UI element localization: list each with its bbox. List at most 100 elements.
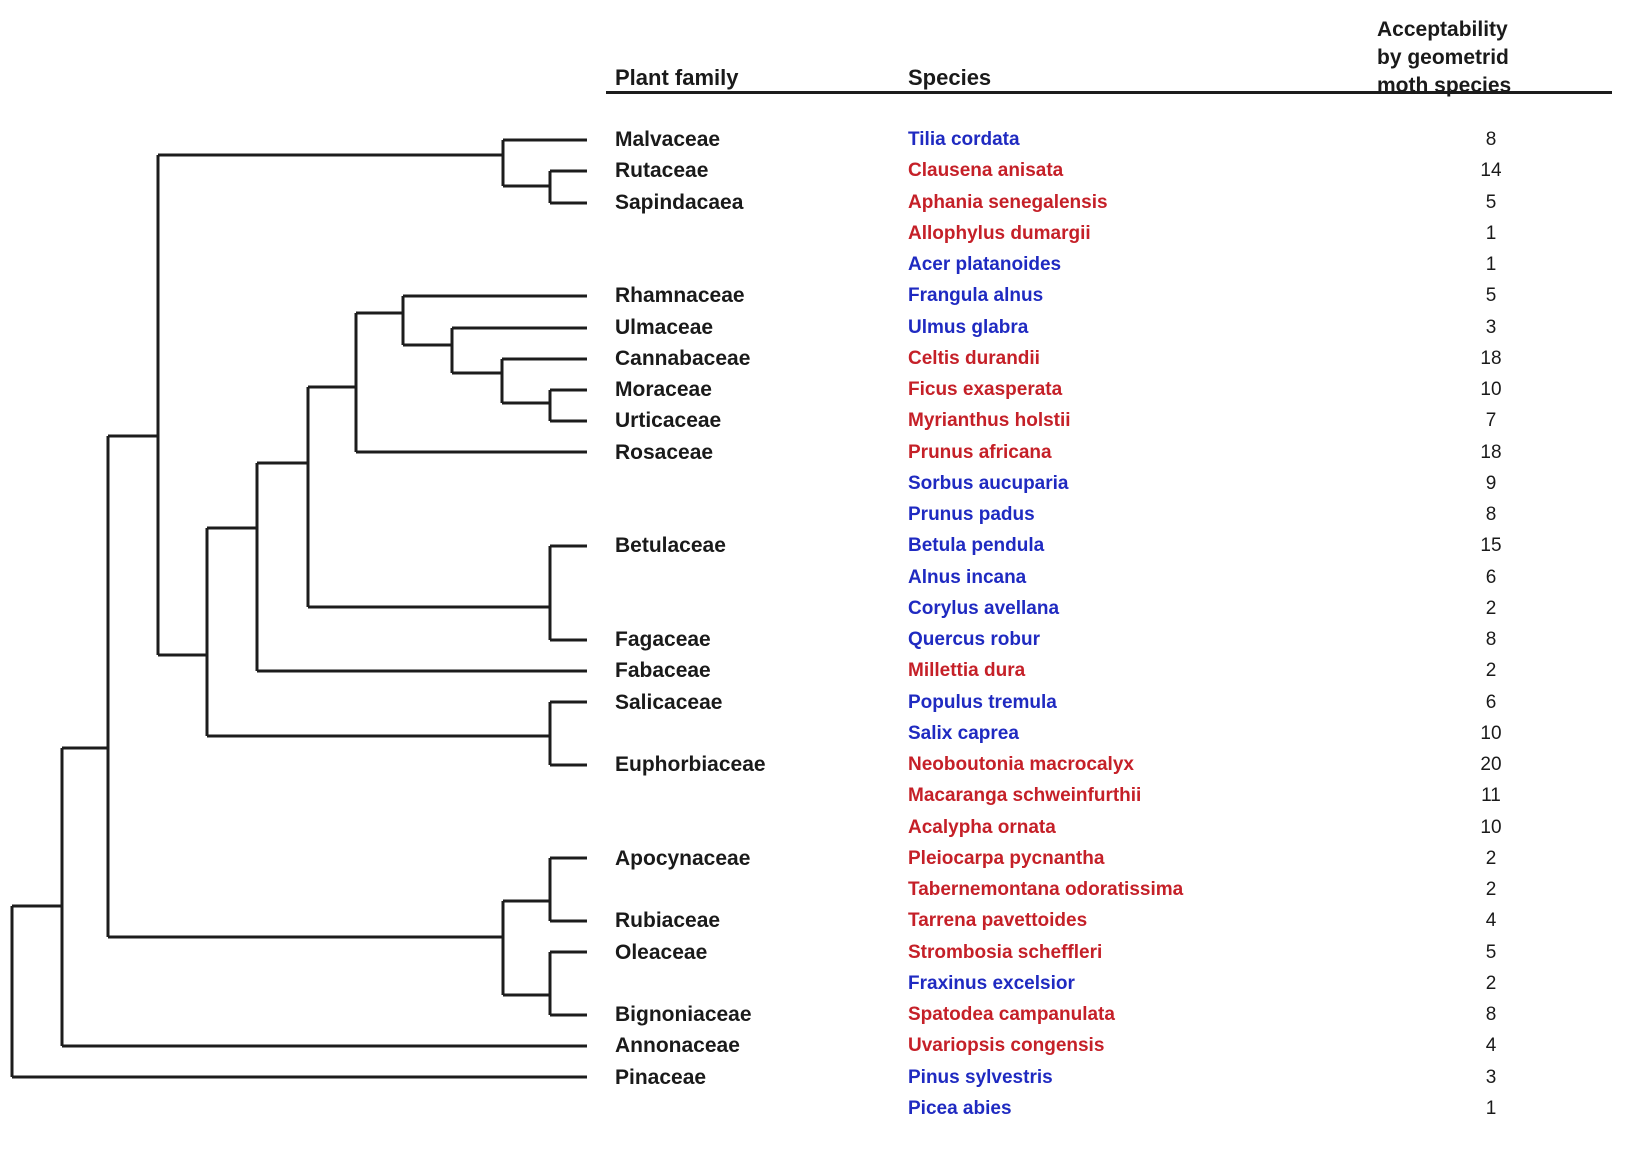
table-row: Rhamnaceae Frangula alnus 5 [0, 280, 1638, 312]
species-cell: Salix caprea [908, 722, 1019, 744]
value-cell: 1 [1485, 222, 1497, 244]
family-cell: Bignoniaceae [615, 1003, 752, 1026]
species-cell: Strombosia scheffleri [908, 941, 1103, 963]
species-cell: Uvariopsis congensis [908, 1035, 1105, 1057]
value-cell: 11 [1481, 785, 1501, 807]
value-cell: 14 [1480, 160, 1502, 182]
value-cell: 2 [1485, 972, 1497, 994]
species-cell: Tilia cordata [908, 129, 1020, 150]
acceptability-header-line-3: moth species [1377, 74, 1512, 97]
family-cell: Fabaceae [615, 659, 711, 683]
table-row: Allophylus dumargii 1 [0, 218, 1638, 250]
table-row: Cannabaceae Celtis durandii 18 [0, 343, 1638, 375]
value-cell: 5 [1485, 285, 1497, 307]
value-cell: 5 [1485, 191, 1497, 213]
species-cell: Prunus africana [908, 441, 1052, 463]
value-cell: 9 [1485, 472, 1497, 494]
table-row: Rubiaceae Tarrena pavettoides 4 [0, 905, 1638, 937]
family-cell: Salicaceae [615, 690, 723, 714]
species-cell: Pinus sylvestris [908, 1066, 1053, 1088]
value-cell: 1 [1485, 1097, 1497, 1119]
table-row: Annonaceae Uvariopsis congensis 4 [0, 1030, 1638, 1062]
value-cell: 2 [1485, 879, 1497, 900]
species-cell: Aphania senegalensis [908, 191, 1108, 213]
acceptability-header-line-2: by geometrid [1377, 46, 1509, 69]
family-cell: Ulmaceae [615, 315, 714, 339]
species-cell: Ficus exasperata [908, 379, 1063, 400]
value-cell: 8 [1485, 129, 1497, 150]
species-cell: Populus tremula [908, 691, 1057, 713]
value-cell: 20 [1480, 754, 1502, 775]
species-cell: Ulmus glabra [908, 316, 1029, 338]
column-header-acceptability: Acceptability by geometrid moth species [1377, 16, 1511, 100]
family-cell: Rubiaceae [615, 909, 721, 933]
species-cell: Spatodea campanulata [908, 1004, 1115, 1025]
family-cell: Moraceae [615, 378, 712, 401]
column-header-plant-family: Plant family [615, 65, 739, 90]
family-cell: Betulaceae [615, 534, 726, 558]
table-row: Fabaceae Millettia dura 2 [0, 655, 1638, 687]
value-cell: 15 [1480, 535, 1502, 557]
species-cell: Quercus robur [908, 629, 1040, 650]
table-row: Bignoniaceae Spatodea campanulata 8 [0, 999, 1638, 1031]
species-cell: Millettia dura [908, 660, 1026, 682]
value-cell: 8 [1485, 1004, 1497, 1025]
family-cell: Rhamnaceae [615, 284, 745, 308]
column-header-species: Species [908, 65, 992, 90]
species-cell: Celtis durandii [908, 347, 1040, 369]
value-cell: 10 [1480, 722, 1502, 744]
table-row: Urticaceae Myrianthus holstii 7 [0, 405, 1638, 437]
header-rule [606, 91, 1612, 94]
value-cell: 5 [1485, 941, 1497, 963]
species-cell: Myrianthus holstii [908, 410, 1071, 432]
family-cell: Urticaceae [615, 409, 722, 433]
family-cell: Annonaceae [615, 1034, 740, 1058]
family-cell: Apocynaceae [615, 846, 751, 870]
species-cell: Clausena anisata [908, 160, 1064, 182]
species-cell: Picea abies [908, 1097, 1012, 1119]
species-cell: Frangula alnus [908, 285, 1044, 307]
species-cell: Betula pendula [908, 535, 1045, 557]
table-row: Pinaceae Pinus sylvestris 3 [0, 1062, 1638, 1094]
family-cell: Cannabaceae [615, 346, 751, 370]
value-cell: 2 [1485, 660, 1497, 682]
species-cell: Allophylus dumargii [908, 222, 1091, 244]
species-cell: Prunus padus [908, 504, 1035, 525]
species-cell: Acer platanoides [908, 254, 1062, 275]
species-cell: Acalypha ornata [908, 816, 1056, 838]
species-cell: Pleiocarpa pycnantha [908, 847, 1105, 869]
value-cell: 3 [1485, 1066, 1497, 1088]
value-cell: 1 [1485, 254, 1497, 275]
family-cell: Pinaceae [615, 1065, 707, 1089]
family-cell: Euphorbiaceae [615, 753, 766, 776]
acceptability-header-line-1: Acceptability [1377, 18, 1508, 41]
table-row: Salix caprea 10 [0, 718, 1638, 750]
value-cell: 2 [1485, 597, 1497, 619]
table-row: Betulaceae Betula pendula 15 [0, 530, 1638, 562]
value-cell: 8 [1485, 629, 1497, 650]
value-cell: 4 [1485, 910, 1497, 932]
value-cell: 7 [1485, 410, 1497, 432]
species-cell: Neoboutonia macrocalyx [908, 754, 1134, 775]
species-cell: Tarrena pavettoides [908, 910, 1088, 932]
family-cell: Sapindacaea [615, 190, 744, 214]
value-cell: 18 [1480, 347, 1502, 369]
value-cell: 4 [1485, 1035, 1497, 1057]
value-cell: 6 [1485, 566, 1497, 588]
value-cell: 10 [1480, 816, 1502, 838]
family-cell: Rosaceae [615, 440, 714, 464]
